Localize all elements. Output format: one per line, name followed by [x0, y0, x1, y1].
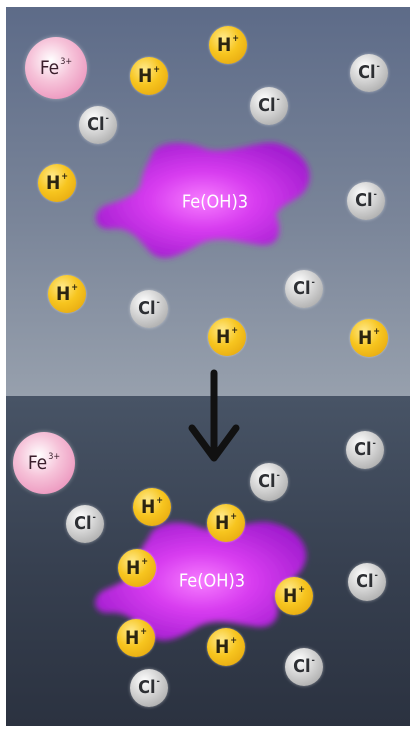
cl-ion: Cl- — [285, 270, 323, 308]
h-ion: H+ — [117, 619, 155, 657]
precipitate-label: Fe(OH)3 — [178, 570, 246, 592]
cl-ion: Cl- — [285, 648, 323, 686]
cl-ion: Cl- — [130, 669, 168, 707]
cl-ion: Cl- — [347, 182, 385, 220]
cl-ion: Cl- — [346, 431, 384, 469]
cl-ion: Cl- — [66, 505, 104, 543]
cl-ion: Cl- — [130, 290, 168, 328]
h-ion: H+ — [130, 57, 168, 95]
arrow-down-icon — [188, 369, 240, 462]
h-ion: H+ — [38, 164, 76, 202]
h-ion: H+ — [207, 504, 245, 542]
precipitate-blob-top — [95, 142, 310, 258]
h-ion: H+ — [207, 628, 245, 666]
shapes-layer — [95, 142, 310, 641]
precipitate-label: Fe(OH)3 — [181, 191, 249, 213]
h-ion: H+ — [209, 26, 247, 64]
cl-ion: Cl- — [350, 54, 388, 92]
h-ion: H+ — [350, 319, 388, 357]
h-ion: H+ — [133, 488, 171, 526]
h-ion: H+ — [48, 275, 86, 313]
cl-ion: Cl- — [79, 106, 117, 144]
cl-ion: Cl- — [250, 87, 288, 125]
cl-ion: Cl- — [250, 463, 288, 501]
h-ion: H+ — [208, 318, 246, 356]
cl-ion: Cl- — [348, 563, 386, 601]
h-ion: H+ — [118, 549, 156, 587]
h-ion: H+ — [275, 577, 313, 615]
